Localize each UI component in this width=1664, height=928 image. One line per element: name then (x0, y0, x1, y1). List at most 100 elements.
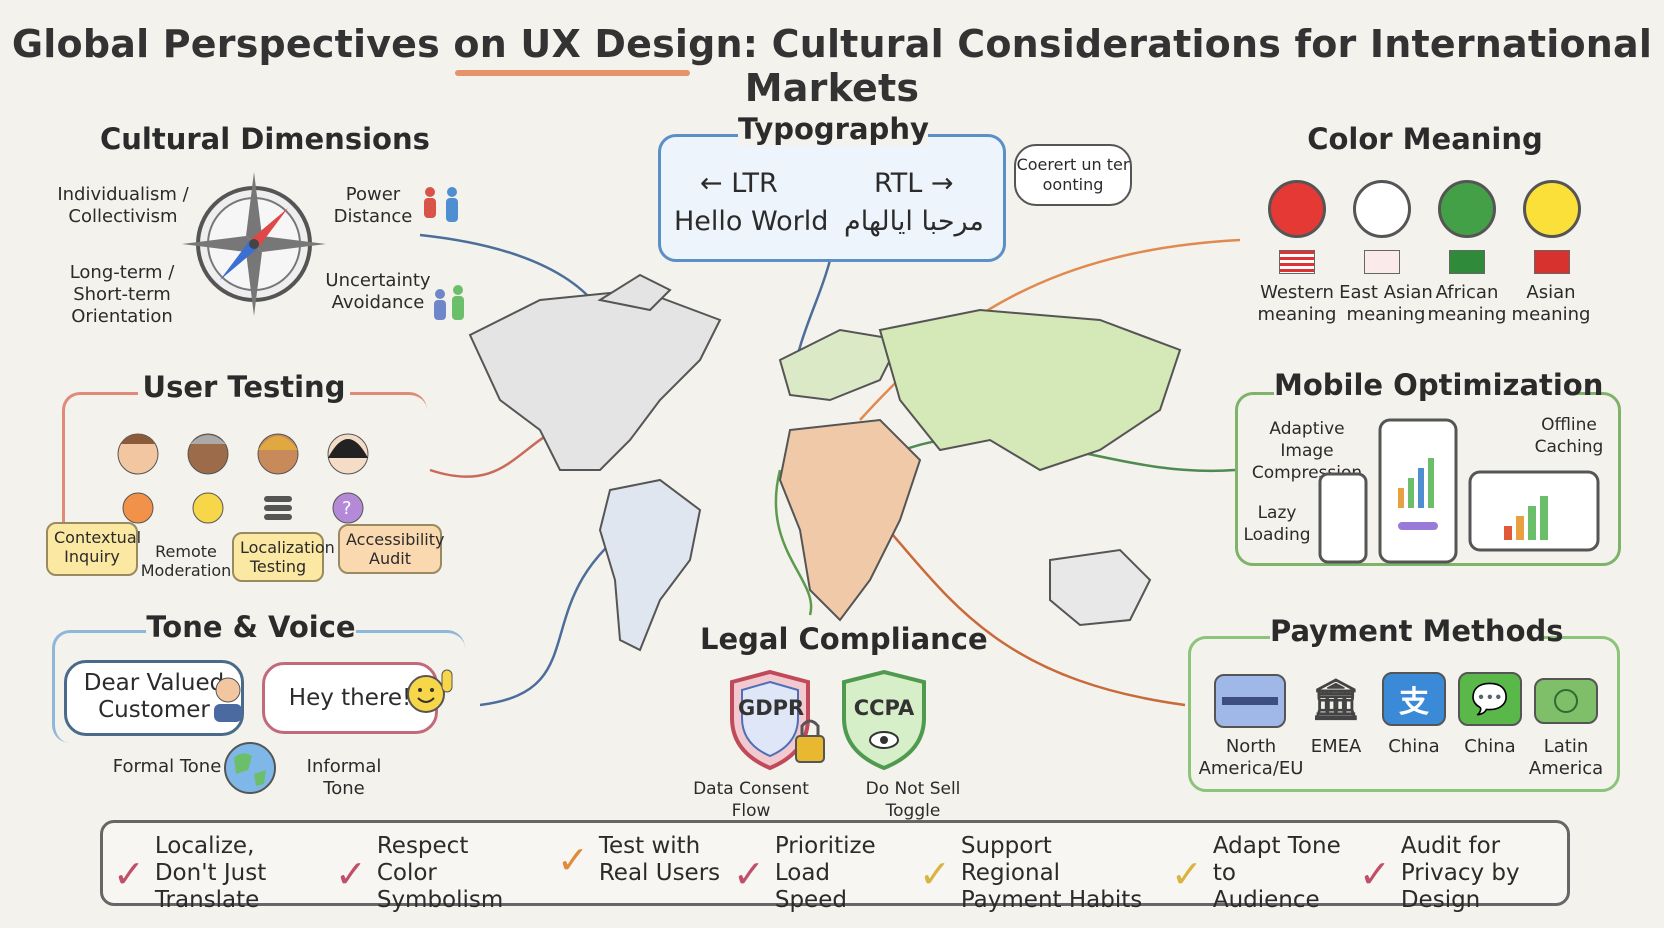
tip-text: Respect Color Symbolism (376, 833, 504, 913)
wechat-pay-icon: 💬 (1458, 672, 1522, 726)
svg-text:?: ? (342, 498, 352, 519)
australia-shape (1049, 548, 1152, 627)
typography-frame (658, 134, 1006, 262)
check-icon: ✓ (1359, 851, 1391, 896)
greenland-shape (597, 273, 672, 312)
payment-china-label-2: China (1464, 736, 1516, 757)
waving-smiley-icon (407, 669, 453, 713)
people-pair-icon (424, 187, 458, 222)
connector-tone (479, 518, 641, 707)
cash-icon (1534, 678, 1598, 724)
method-card-contextual-inquiry: Contextual Inquiry (46, 522, 141, 576)
african-meaning-label: African meaning (1427, 282, 1507, 325)
title-underline (455, 70, 690, 76)
white-color-swatch (1353, 180, 1411, 238)
testers-faces-icon (117, 433, 369, 475)
check-icon: ✓ (335, 851, 367, 896)
gdpr-text: GDPR (738, 696, 805, 720)
hello-world-text: Hello World (674, 206, 829, 237)
payment-heading: Payment Methods (1270, 614, 1564, 648)
check-icon: ✓ (733, 851, 765, 896)
gdpr-label: Data Consent Flow (693, 779, 809, 821)
bank-icon: 🏛 (1310, 676, 1362, 723)
payment-latin-america-label: Latin America (1528, 736, 1604, 779)
lazy-loading-label: Lazy Loading (1243, 503, 1311, 545)
method-card-localization-testing: Localization Testing (232, 532, 335, 582)
connector-payment (879, 519, 1186, 707)
rtl-label: RTL → (874, 168, 954, 199)
tip-item: ✓ Test with Real Users (557, 833, 727, 887)
asian-meaning-label: Asian meaning (1511, 282, 1591, 325)
tip-text: Localize, Don't Just Translate (154, 833, 267, 913)
tip-text: Test with Real Users (598, 833, 721, 886)
method-card-accessibility-audit: Accessibility Audit (338, 524, 444, 574)
mobile-heading: Mobile Optimization (1274, 368, 1604, 402)
power-distance-label: Power Distance (333, 184, 413, 227)
tip-item: ✓ Respect Color Symbolism (335, 833, 535, 914)
cultural-dimensions-heading: Cultural Dimensions (100, 122, 430, 156)
check-icon: ✓ (1171, 851, 1203, 896)
informal-tone-label: Informal Tone (306, 756, 382, 799)
check-icon: ✓ (557, 838, 589, 882)
people-group-icon (434, 285, 464, 320)
arabic-text: مرحبا ايالهام (844, 206, 984, 237)
tip-text: Audit for Privacy by Design (1400, 833, 1520, 913)
east-asian-meaning-label: East Asian meaning (1339, 282, 1433, 325)
user-testing-heading: User Testing (138, 370, 350, 404)
connector-legal (774, 469, 813, 616)
tip-item: ✓ Localize, Don't Just Translate (113, 833, 313, 914)
page-title: Global Perspectives on UX Design: Cultur… (11, 22, 1653, 110)
ccpa-shield-icon (842, 669, 926, 771)
tip-text: Adapt Tone to Audience (1212, 833, 1341, 913)
payment-china-label-1: China (1388, 736, 1440, 757)
formal-tone-label: Formal Tone (112, 756, 222, 777)
africa-shape (778, 418, 922, 622)
color-meaning-heading: Color Meaning (1307, 122, 1543, 156)
tip-item: ✓ Adapt Tone to Audience (1171, 833, 1341, 914)
tip-text: Prioritize Load Speed (774, 833, 876, 913)
method-remote-moderation: Remote Moderation (140, 542, 232, 580)
uncertainty-label: Uncertainty Avoidance (325, 270, 431, 313)
tip-text: Support Regional Payment Habits (960, 833, 1143, 913)
check-icon: ✓ (919, 851, 951, 896)
tip-item: ✓ Support Regional Payment Habits (919, 833, 1149, 914)
ltr-label: ← LTR (700, 168, 778, 199)
formal-speech-bubble: Dear Valued Customer (64, 660, 244, 736)
individualism-label: Individualism / Collectivism (57, 184, 189, 227)
informal-speech-bubble: Hey there! (262, 662, 438, 734)
payment-north-america-label: North America/EU (1198, 736, 1304, 779)
western-meaning-label: Western meaning (1257, 282, 1337, 325)
ccpa-label: Do Not Sell Toggle (865, 779, 961, 821)
tip-item: ✓ Audit for Privacy by Design (1359, 833, 1569, 914)
payment-emea-label: EMEA (1310, 736, 1362, 757)
north-america-shape (468, 288, 722, 471)
tips-bar: ✓ Localize, Don't Just Translate ✓ Respe… (100, 820, 1570, 913)
asia-shape (878, 308, 1182, 472)
tone-heading: Tone & Voice (146, 610, 356, 644)
alipay-icon: 支 (1382, 672, 1446, 726)
south-america-shape (598, 478, 702, 652)
credit-card-icon (1214, 674, 1286, 728)
asian-flag-icon (1534, 250, 1570, 274)
typography-heading: Typography (738, 112, 929, 146)
ccpa-text: CCPA (853, 696, 915, 720)
east-asia-flag-icon (1364, 250, 1400, 274)
europe-shape (778, 328, 902, 402)
mobile-devices-icon (1318, 418, 1600, 564)
gdpr-shield-icon (730, 669, 825, 771)
usa-flag-icon (1279, 250, 1315, 274)
long-term-label: Long-term / Short-term Orientation (69, 262, 175, 327)
offline-caching-label: Offline Caching (1534, 415, 1604, 457)
tip-item: ✓ Prioritize Load Speed (733, 833, 903, 914)
typography-speech-bubble: Coerert un ter oonting (1014, 144, 1132, 206)
legal-heading: Legal Compliance (700, 622, 988, 656)
formal-person-icon (214, 677, 242, 722)
compass-icon (182, 172, 326, 316)
feedback-emoji-icons: ? (122, 492, 364, 524)
red-color-swatch (1268, 180, 1326, 238)
globe-icon (224, 742, 276, 794)
african-flag-icon (1449, 250, 1485, 274)
green-color-swatch (1438, 180, 1496, 238)
check-icon: ✓ (113, 851, 145, 896)
